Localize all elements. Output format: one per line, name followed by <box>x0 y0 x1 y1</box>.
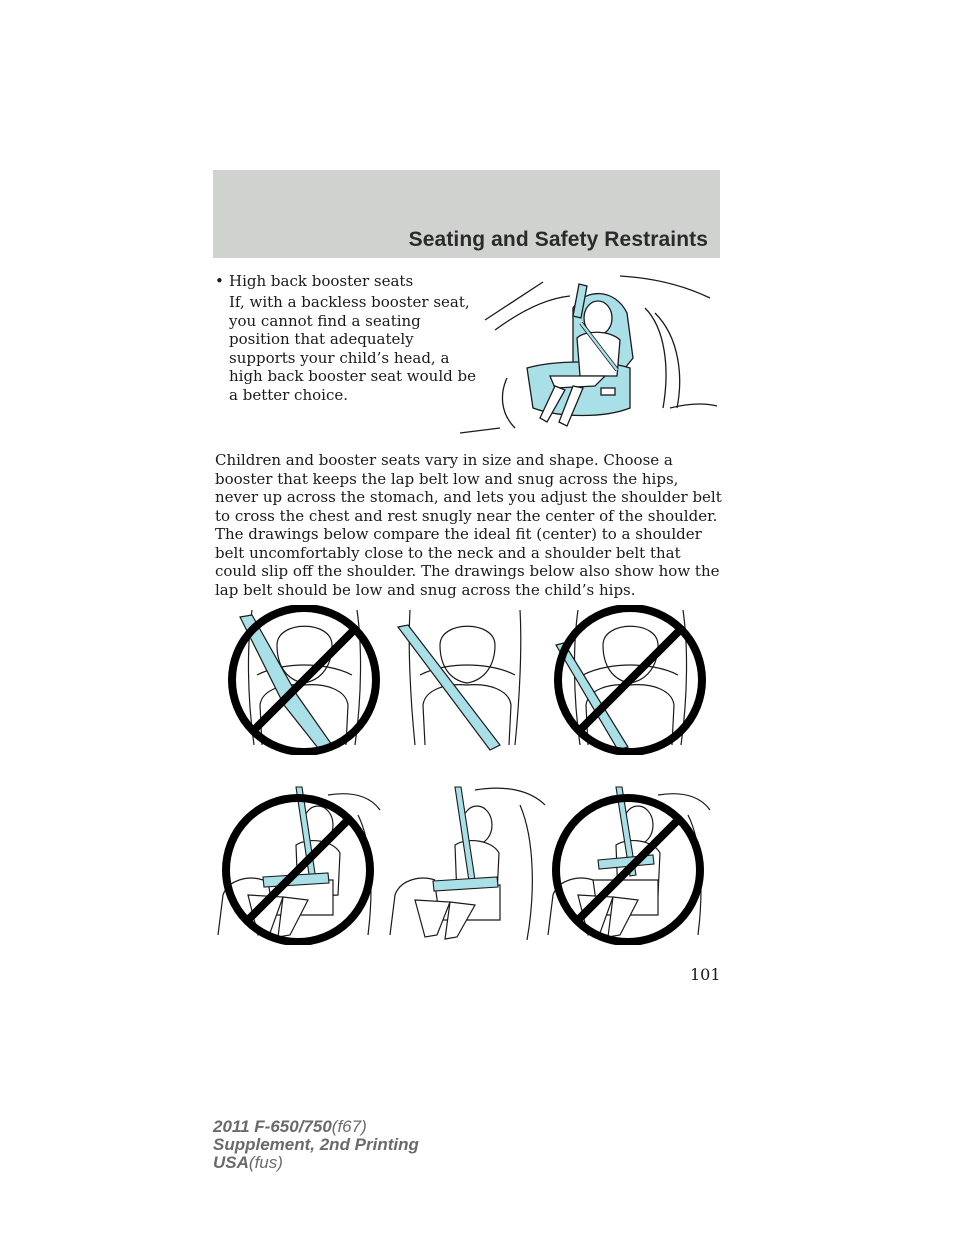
footer-model: 2011 F-650/750 <box>213 1117 332 1136</box>
bullet-symbol: • <box>215 272 224 290</box>
prohibited-icon <box>222 794 374 945</box>
footer-market: USA <box>213 1153 249 1172</box>
shoulder-belt-correct-fit-diagram <box>396 609 522 751</box>
prohibited-icon <box>552 794 704 945</box>
lap-belt-too-loose-diagram <box>547 786 711 945</box>
body-paragraph: Children and booster seats vary in size … <box>215 451 722 599</box>
footer-line-1: 2011 F-650/750(f67) <box>213 1118 419 1136</box>
footer-line-2: Supplement, 2nd Printing <box>213 1135 419 1154</box>
intro-paragraph: If, with a backless booster seat, you ca… <box>229 293 476 404</box>
page-number: 101 <box>690 965 721 984</box>
footer-model-code: (f67) <box>331 1117 367 1136</box>
section-title: Seating and Safety Restraints <box>408 228 708 251</box>
footer-line-3: USA(fus) <box>213 1154 419 1172</box>
footer: 2011 F-650/750(f67) Supplement, 2nd Prin… <box>213 1118 419 1172</box>
lap-belt-correct-fit-diagram <box>389 786 546 941</box>
header-band: Seating and Safety Restraints <box>213 170 720 258</box>
shoulder-belt-off-shoulder-diagram <box>554 605 706 755</box>
footer-market-code: (fus) <box>248 1153 283 1172</box>
high-back-booster-illustration <box>459 275 718 434</box>
prohibited-icon <box>228 605 380 755</box>
bullet-item: • High back booster seats <box>215 272 413 290</box>
bullet-text: High back booster seats <box>229 272 414 290</box>
lap-belt-too-high-diagram <box>217 786 381 945</box>
shoulder-belt-too-close-to-neck-diagram <box>228 605 380 755</box>
prohibited-icon <box>554 605 706 755</box>
